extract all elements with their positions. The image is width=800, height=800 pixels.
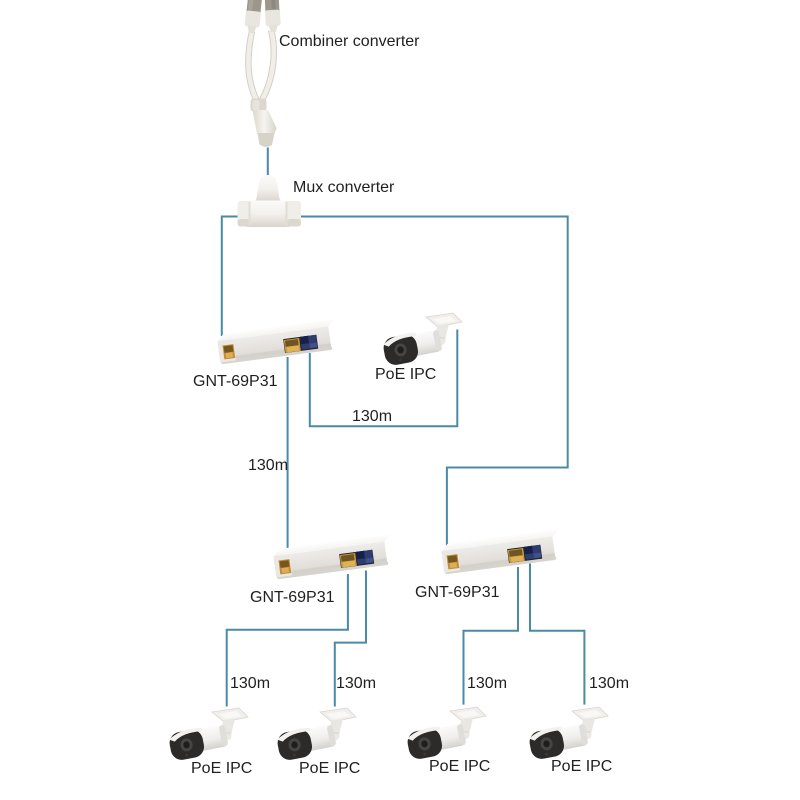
svg-text:PoE IPC: PoE IPC [299,760,360,777]
svg-text:130m: 130m [248,457,288,474]
svg-text:PoE IPC: PoE IPC [551,758,612,775]
svg-text:PoE IPC: PoE IPC [191,760,252,777]
svg-text:130m: 130m [336,675,376,692]
svg-text:PoE IPC: PoE IPC [429,758,490,775]
svg-text:GNT-69P31: GNT-69P31 [415,584,500,601]
svg-text:PoE IPC: PoE IPC [375,366,436,383]
svg-text:Mux converter: Mux converter [293,179,395,196]
svg-text:Combiner converter: Combiner converter [279,33,420,50]
svg-text:130m: 130m [467,675,507,692]
svg-text:GNT-69P31: GNT-69P31 [193,373,278,390]
svg-text:130m: 130m [352,408,392,425]
svg-text:130m: 130m [230,675,270,692]
svg-text:130m: 130m [589,675,629,692]
svg-text:GNT-69P31: GNT-69P31 [250,589,335,606]
